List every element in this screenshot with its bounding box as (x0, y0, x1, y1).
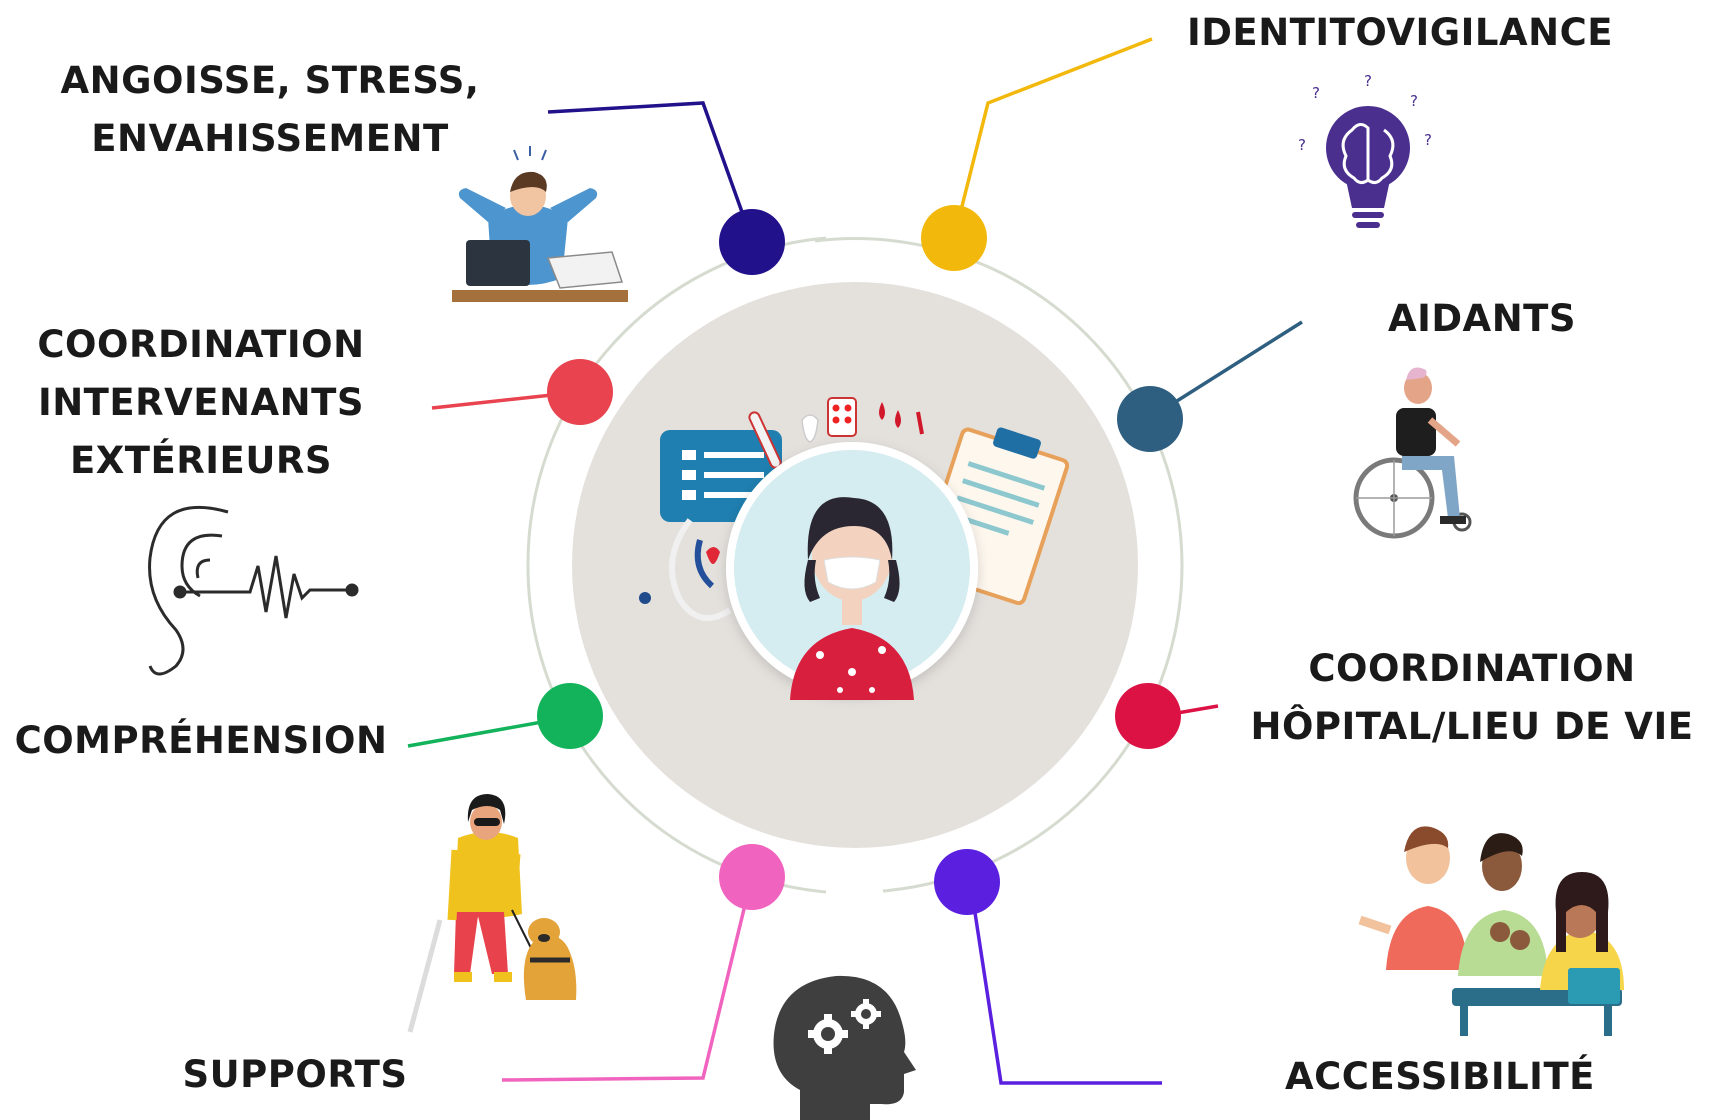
svg-text:?: ? (1424, 131, 1432, 149)
label-coordination-intervenants-line-3: EXTÉRIEURS (69, 439, 333, 482)
node-accessibilite (934, 849, 1000, 915)
connector-angoisse (547, 101, 754, 241)
ear-sound-wave-icon (148, 505, 359, 676)
label-coordination-hopital-line-1: COORDINATION (1308, 647, 1636, 690)
label-accessibilite-line-1: ACCESSIBILITÉ (1285, 1055, 1595, 1098)
label-coordination-hopital-line-2: HÔPITAL/LIEU DE VIE (1250, 705, 1694, 748)
label-comprehension-line-1: COMPRÉHENSION (14, 719, 388, 762)
label-identitovigilance-line-1: IDENTITOVIGILANCE (1186, 11, 1614, 54)
connector-accessibilite (968, 879, 1162, 1085)
svg-text:?: ? (1410, 92, 1418, 110)
node-coordination-intervenants (547, 359, 613, 425)
label-identitovigilance: IDENTITOVIGILANCE (1150, 4, 1650, 62)
patient-with-mask-icon (639, 397, 1070, 700)
svg-text:?: ? (1298, 136, 1306, 154)
node-identitovigilance (921, 205, 987, 271)
node-comprehension (537, 683, 603, 749)
connector-identitovigilance (952, 37, 1153, 239)
label-coordination-intervenants-line-1: COORDINATION (37, 323, 365, 366)
sign-language-group-icon (1358, 826, 1624, 1036)
label-coordination-hopital: COORDINATION HÔPITAL/LIEU DE VIE (1234, 640, 1710, 756)
label-coordination-intervenants: COORDINATION INTERVENANTS EXTÉRIEURS (24, 316, 378, 490)
label-supports: SUPPORTS (170, 1046, 420, 1104)
node-coordination-hopital (1115, 683, 1181, 749)
label-angoisse-line-2: ENVAHISSEMENT (91, 117, 449, 160)
label-aidants: AIDANTS (1362, 290, 1602, 348)
stressed-person-icon (452, 146, 628, 302)
label-angoisse: ANGOISSE, STRESS, ENVAHISSEMENT (50, 52, 490, 168)
svg-text:?: ? (1312, 84, 1320, 102)
label-coordination-intervenants-line-2: INTERVENANTS (37, 381, 365, 424)
label-accessibilite: ACCESSIBILITÉ (1250, 1048, 1630, 1106)
label-aidants-line-1: AIDANTS (1387, 297, 1577, 340)
connector-supports (501, 875, 754, 1082)
label-comprehension: COMPRÉHENSION (6, 712, 396, 770)
brain-lightbulb-icon: ? ? ? ? ? (1298, 72, 1432, 228)
label-angoisse-line-1: ANGOISSE, STRESS, (60, 59, 480, 102)
blind-person-guide-dog-icon (407, 794, 577, 1033)
node-angoisse (719, 209, 785, 275)
node-aidants (1117, 386, 1183, 452)
svg-text:?: ? (1364, 72, 1372, 90)
label-supports-line-1: SUPPORTS (182, 1053, 408, 1096)
node-supports (719, 844, 785, 910)
wheelchair-person-icon (1353, 367, 1472, 539)
head-gears-icon (773, 975, 916, 1120)
